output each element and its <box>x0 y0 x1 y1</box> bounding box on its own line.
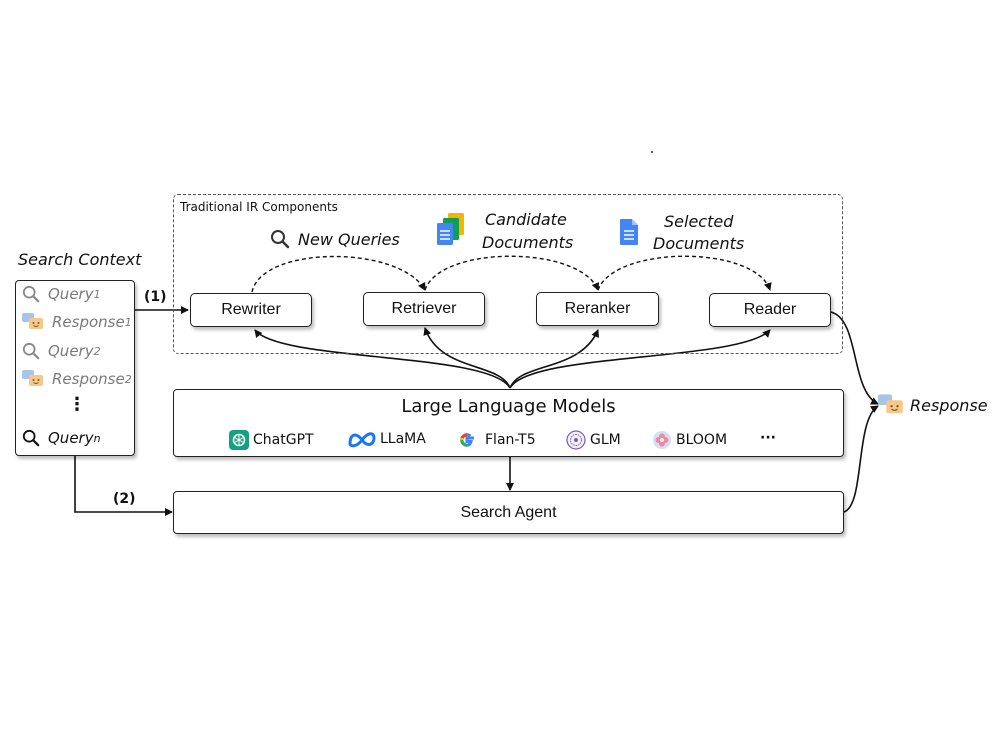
context-subscript: 2 <box>93 344 101 358</box>
new-queries-label: New Queries <box>298 229 400 249</box>
search-icon <box>22 285 40 303</box>
rewriter-box: Rewriter <box>190 293 312 327</box>
search-icon <box>22 429 40 447</box>
dashed-arc-retriever-reranker <box>424 255 600 291</box>
google-icon <box>460 433 474 447</box>
chat-bubbles-icon <box>22 313 43 329</box>
chat-bubbles-icon <box>878 394 903 414</box>
model-glm: GLM <box>566 430 621 450</box>
chat-bubbles-icon <box>22 370 43 386</box>
context-subscript: 1 <box>93 287 101 301</box>
ir-components-frame <box>173 194 843 354</box>
llm-box <box>173 389 844 457</box>
context-label: Response <box>52 313 125 331</box>
selected-documents-line1: Selected <box>664 212 734 231</box>
model-name: ChatGPT <box>253 432 314 448</box>
llm-to-reranker <box>509 329 599 389</box>
search-context-title: Search Context <box>18 250 142 269</box>
bloom-icon <box>653 431 671 449</box>
context-ellipsis: ⋮ <box>68 394 86 415</box>
search-icon <box>271 230 290 249</box>
models-more: ··· <box>760 430 776 446</box>
candidate-documents-line1: Candidate <box>485 210 567 229</box>
context-subscript: 1 <box>124 315 132 329</box>
selected-documents-icon <box>619 218 639 251</box>
stray-dot <box>651 151 653 153</box>
context-label: Response <box>52 370 125 388</box>
ir-components-title: Traditional IR Components <box>180 200 338 214</box>
llm-title: Large Language Models <box>401 396 616 417</box>
model-name: Flan-T5 <box>485 432 536 448</box>
context-subscript: n <box>93 431 101 445</box>
agent-to-response <box>843 405 879 513</box>
model-flan-t5: Flan-T5 <box>457 430 536 450</box>
model-name: LLaMA <box>380 431 426 447</box>
candidate-documents-line2: Documents <box>482 233 574 252</box>
search-context-box <box>15 280 135 456</box>
search-icon <box>22 342 40 360</box>
glm-seal-icon <box>566 430 586 450</box>
model-name: GLM <box>590 432 621 448</box>
edge-label-2: (2) <box>113 491 136 507</box>
selected-documents-line2: Documents <box>653 234 745 253</box>
dashed-arc-rewriter-retriever <box>251 255 426 293</box>
llm-to-reader <box>509 329 771 389</box>
new-queries-annotation: New Queries <box>270 229 400 249</box>
model-bloom: BLOOM <box>652 430 727 450</box>
dashed-arc-reranker-reader <box>597 255 772 291</box>
chatgpt-icon <box>229 430 249 450</box>
retriever-box: Retriever <box>363 292 485 326</box>
context-label: Query <box>48 342 94 360</box>
model-chatgpt: ChatGPT <box>229 430 314 450</box>
edge-label-1: (1) <box>144 289 167 305</box>
context-subscript: 2 <box>124 372 132 386</box>
reranker-box: Reranker <box>536 292 659 326</box>
context-label: Query <box>48 285 94 303</box>
reader-box: Reader <box>709 293 831 327</box>
llm-to-retriever <box>423 327 511 389</box>
candidate-documents-icon <box>436 213 468 252</box>
model-name: BLOOM <box>676 432 728 448</box>
model-llama: LLaMA <box>348 430 426 448</box>
reader-to-response <box>830 311 879 405</box>
context-label: Query <box>48 429 94 447</box>
search-agent-box: Search Agent <box>173 491 844 534</box>
llm-to-rewriter <box>254 329 511 389</box>
response-output-label: Response <box>910 396 988 415</box>
context-to-agent <box>74 456 173 516</box>
response-output-icon <box>878 394 904 421</box>
meta-icon <box>348 432 376 448</box>
